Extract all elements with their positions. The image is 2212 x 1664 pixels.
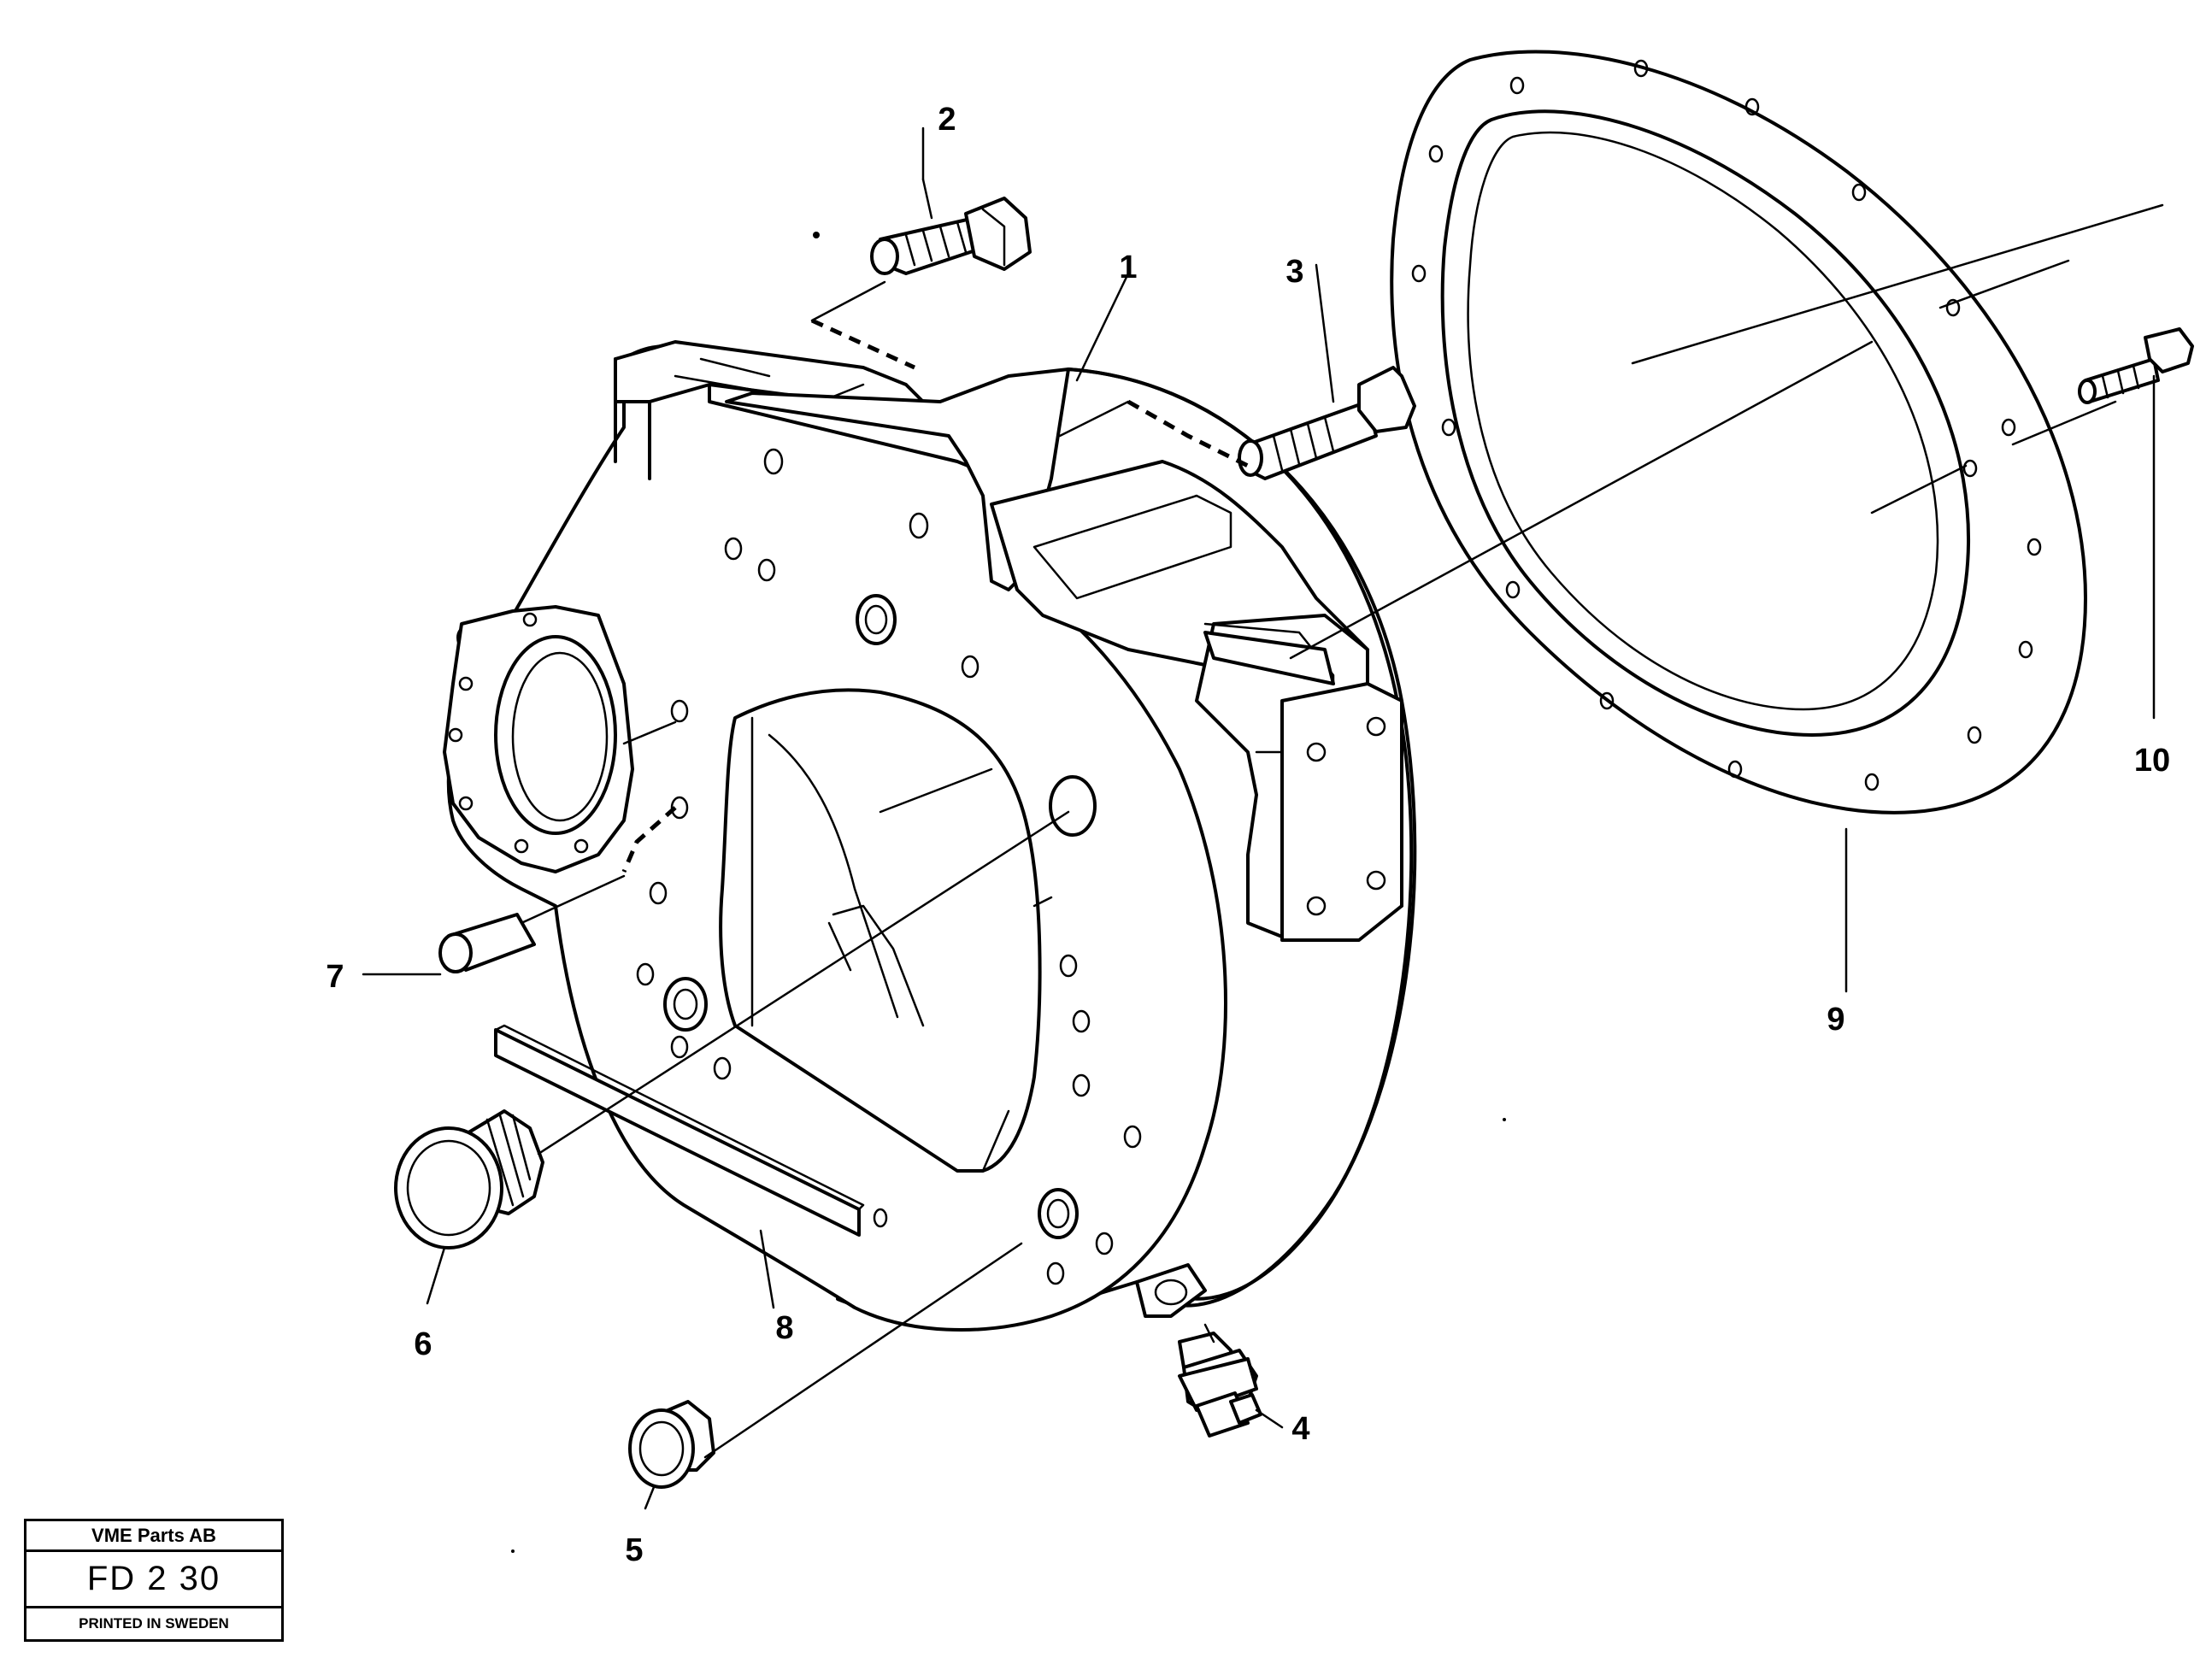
callout-5: 5 bbox=[625, 1532, 643, 1568]
face-bolt-holes bbox=[636, 448, 1142, 1285]
leader-lines bbox=[362, 126, 2164, 1510]
plug-5 bbox=[628, 1400, 715, 1489]
specks bbox=[511, 232, 1506, 1553]
ring-holes bbox=[1411, 59, 2042, 791]
bolt-3 bbox=[1238, 366, 1416, 480]
bolt-2 bbox=[870, 197, 1032, 275]
dowel-pin-7 bbox=[438, 913, 536, 973]
seal-ring bbox=[1390, 50, 2087, 814]
strip-8 bbox=[494, 1024, 865, 1237]
callouts: 1 2 3 4 5 6 7 8 9 10 bbox=[326, 102, 2170, 1568]
printed-note: PRINTED IN SWEDEN bbox=[79, 1615, 229, 1632]
flywheel-housing bbox=[443, 340, 1417, 1332]
title-block: VME Parts AB FD 2 30 PRINTED IN SWEDEN bbox=[24, 1519, 284, 1642]
callout-6: 6 bbox=[414, 1326, 432, 1362]
bolt-10 bbox=[2078, 327, 2194, 404]
company-name: VME Parts AB bbox=[26, 1521, 281, 1552]
callout-3: 3 bbox=[1285, 254, 1303, 290]
callout-8: 8 bbox=[775, 1310, 793, 1346]
callout-9: 9 bbox=[1827, 1002, 1844, 1038]
callout-10: 10 bbox=[2134, 743, 2170, 779]
sensor-4 bbox=[1178, 1332, 1262, 1438]
callout-1: 1 bbox=[1119, 250, 1137, 285]
callout-2: 2 bbox=[938, 102, 956, 138]
callout-4: 4 bbox=[1291, 1411, 1309, 1447]
plug-6 bbox=[394, 1109, 544, 1249]
callout-7: 7 bbox=[326, 959, 344, 995]
drawing-code: FD 2 30 bbox=[26, 1552, 281, 1608]
